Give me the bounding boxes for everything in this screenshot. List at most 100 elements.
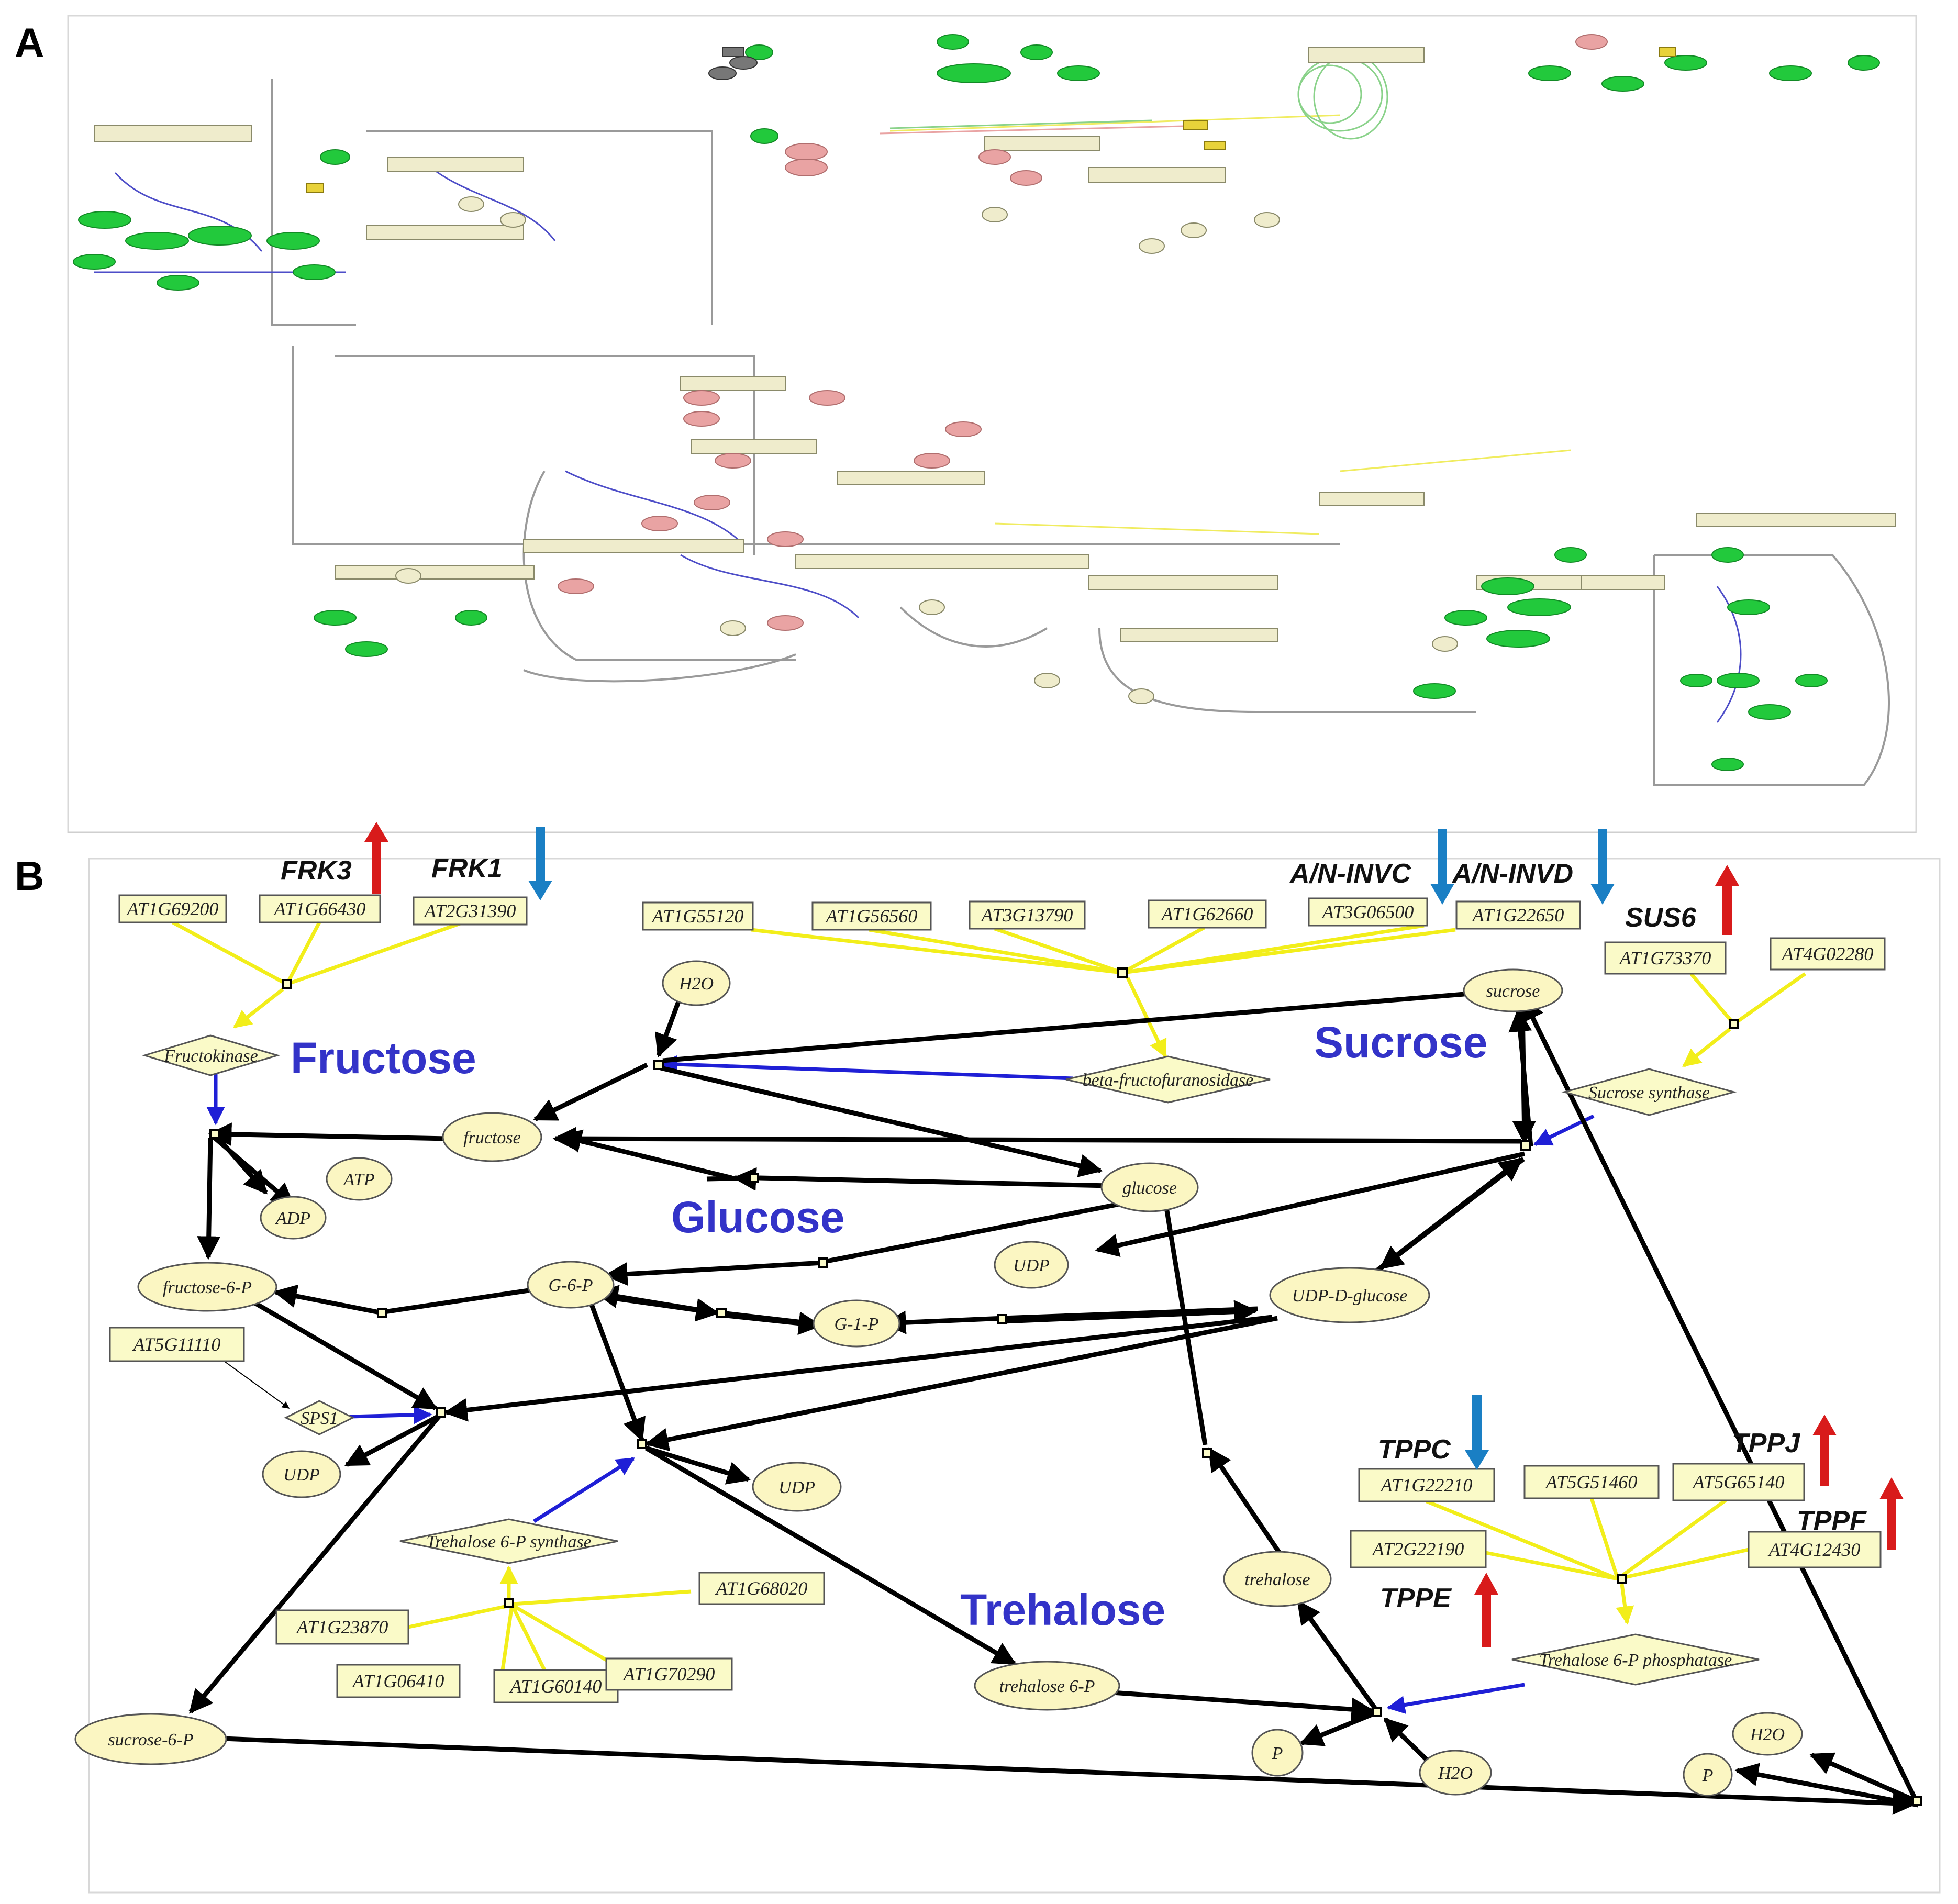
gene-at1g68020: AT1G68020 xyxy=(698,1572,825,1605)
metabolite-label: G-1-P xyxy=(835,1315,879,1334)
gene-label: AT1G62660 xyxy=(1161,904,1253,925)
metabolite-h2o-center: H2O xyxy=(1419,1750,1492,1796)
up-arrow-icon xyxy=(1812,1415,1837,1486)
up-arrow-icon xyxy=(1879,1477,1904,1550)
gene-name-an-invc: A/N-INVC xyxy=(1289,859,1412,889)
metabolite-label: P xyxy=(1272,1744,1283,1763)
gene-label: AT1G66430 xyxy=(273,898,366,919)
metabolite-label: trehalose 6-P xyxy=(999,1677,1095,1696)
down-arrow-icon xyxy=(1465,1395,1489,1470)
gene-label: AT5G11110 xyxy=(132,1334,221,1355)
label-sucrose: Sucrose xyxy=(1314,1018,1488,1067)
gene-label: AT1G06410 xyxy=(352,1671,444,1691)
panel-a-letter: A xyxy=(15,19,44,65)
metabolite-sucrose: sucrose xyxy=(1463,968,1563,1012)
gene-name-tppc: TPPC xyxy=(1378,1434,1451,1465)
yellow-edges xyxy=(172,920,1807,1671)
metabolite-label: fructose xyxy=(463,1128,521,1148)
enzyme-trehalose-6p-phosphatase: Trehalose 6-P phosphatase xyxy=(1511,1633,1760,1686)
metabolite-trehalose-6p: trehalose 6-P xyxy=(974,1661,1120,1711)
gene-label: AT1G70290 xyxy=(622,1664,715,1685)
gene-at1g70290: AT1G70290 xyxy=(605,1657,733,1691)
gene-label: AT1G68020 xyxy=(715,1578,808,1599)
down-arrow-icon xyxy=(1430,829,1454,905)
metabolite-label: ADP xyxy=(275,1209,310,1228)
gene-at1g22210: AT1G22210 xyxy=(1358,1468,1495,1502)
gene-label: AT2G31390 xyxy=(424,900,516,921)
gene-at1g55120: AT1G55120 xyxy=(642,901,754,931)
gene-at1g60140: AT1G60140 xyxy=(493,1669,619,1703)
gene-label: AT4G02280 xyxy=(1781,943,1874,964)
enzyme-label: Sucrose synthase xyxy=(1588,1083,1710,1103)
metabolite-label: ATP xyxy=(342,1170,374,1189)
label-glucose: Glucose xyxy=(671,1193,844,1242)
gene-label: AT1G56560 xyxy=(825,906,918,927)
panel-b-letter: B xyxy=(15,853,44,899)
metabolite-label: G-6-P xyxy=(549,1276,593,1295)
gene-at3g06500: AT3G06500 xyxy=(1308,897,1428,927)
gene-at1g62660: AT1G62660 xyxy=(1148,899,1267,929)
metabolite-label: UDP xyxy=(1013,1256,1050,1275)
gene-label: AT3G06500 xyxy=(1321,901,1414,922)
metabolite-h2o-top: H2O xyxy=(662,960,731,1006)
gene-name-frk3: FRK3 xyxy=(281,855,352,886)
gene-at2g22190: AT2G22190 xyxy=(1350,1530,1487,1568)
metabolite-glucose: glucose xyxy=(1100,1162,1199,1212)
gene-at1g69200: AT1G69200 xyxy=(118,894,227,923)
gene-at1g06410: AT1G06410 xyxy=(336,1664,461,1698)
label-trehalose: Trehalose xyxy=(960,1585,1165,1634)
gene-name-tppe: TPPE xyxy=(1380,1583,1452,1613)
metabolite-label: fructose-6-P xyxy=(163,1278,252,1297)
metabolite-p-center: P xyxy=(1251,1729,1304,1777)
down-arrow-icon xyxy=(1590,829,1615,905)
reaction-nodes xyxy=(209,967,1922,1806)
up-arrow-icon xyxy=(1474,1573,1498,1647)
gene-at4g02280: AT4G02280 xyxy=(1770,937,1886,971)
gene-label: AT1G69200 xyxy=(126,898,219,919)
gene-at1g22650: AT1G22650 xyxy=(1455,900,1581,930)
gene-at5g11110: AT5G11110 xyxy=(109,1327,245,1362)
gene-at1g66430: AT1G66430 xyxy=(259,894,381,923)
gene-at2g31390: AT2G31390 xyxy=(413,896,528,926)
gene-label: AT1G22650 xyxy=(1472,905,1564,926)
gene-name-tppf: TPPF xyxy=(1797,1506,1867,1536)
down-arrow-icon xyxy=(528,827,552,900)
enzyme-sucrose-synthase: Sucrose synthase xyxy=(1561,1068,1737,1116)
gene-label: AT1G22210 xyxy=(1380,1475,1473,1496)
up-arrow-icon xyxy=(364,822,388,894)
gene-at5g65140: AT5G65140 xyxy=(1672,1463,1805,1501)
enzyme-label: Fructokinase xyxy=(163,1046,258,1066)
metabolite-sucrose-6p: sucrose-6-P xyxy=(74,1713,227,1765)
enzyme-trehalose-6p-synthase: Trehalose 6-P synthase xyxy=(399,1518,618,1564)
enzyme-label: Trehalose 6-P phosphatase xyxy=(1539,1651,1732,1670)
black-edges xyxy=(188,991,1919,1815)
gene-label: AT1G23870 xyxy=(296,1617,388,1638)
gene-label: AT5G65140 xyxy=(1692,1472,1785,1493)
metabolite-atp: ATP xyxy=(326,1157,393,1201)
metabolite-udp-mid: UDP xyxy=(994,1241,1069,1289)
metabolite-label: H2O xyxy=(1750,1725,1785,1744)
metabolite-adp: ADP xyxy=(260,1196,327,1240)
gene-name-an-invd: A/N-INVD xyxy=(1451,859,1573,889)
thin-edge xyxy=(224,1361,290,1409)
metabolite-p-right: P xyxy=(1683,1753,1733,1797)
gene-at1g56560: AT1G56560 xyxy=(811,901,932,931)
label-fructose: Fructose xyxy=(291,1033,476,1083)
metabolite-udp-left: UDP xyxy=(262,1450,341,1498)
metabolite-label: H2O xyxy=(1438,1764,1473,1783)
gene-at3g13790: AT3G13790 xyxy=(969,900,1086,930)
metabolite-udp-center: UDP xyxy=(752,1462,842,1512)
metabolite-label: UDP xyxy=(283,1465,320,1485)
gene-label: AT1G73370 xyxy=(1619,948,1711,968)
gene-label: AT2G22190 xyxy=(1372,1539,1464,1560)
metabolite-label: UDP-D-glucose xyxy=(1292,1286,1408,1306)
metabolite-trehalose: trehalose xyxy=(1223,1551,1332,1607)
gene-label: AT3G13790 xyxy=(981,905,1073,926)
gene-name-sus6: SUS6 xyxy=(1625,903,1697,933)
gene-label: AT1G55120 xyxy=(651,906,744,927)
metabolite-label: P xyxy=(1702,1766,1714,1785)
enzyme-beta-fructofuranosidase: beta-fructofuranosidase xyxy=(1065,1055,1271,1104)
metabolite-fructose-6p: fructose-6-P xyxy=(137,1262,277,1312)
metabolite-g6p: G-6-P xyxy=(527,1261,615,1309)
